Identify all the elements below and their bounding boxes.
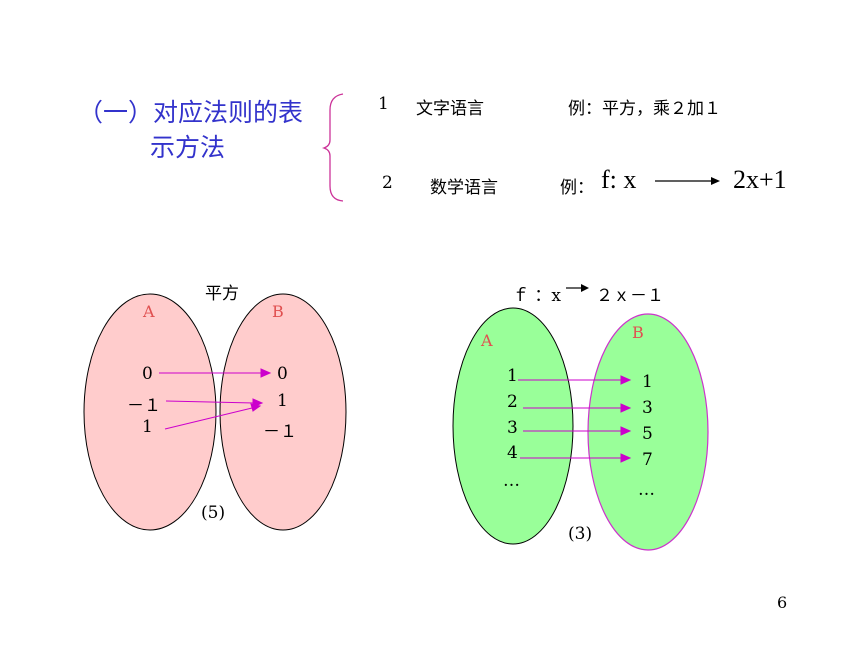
diagram5-caption: (5) bbox=[201, 503, 226, 523]
diagram5-rule: 平方 bbox=[205, 284, 239, 304]
diagram3-rule-prefix: ｆ ：x bbox=[512, 286, 561, 306]
diagram3-caption: (3) bbox=[568, 524, 593, 544]
diagram3-codomain-4: … bbox=[638, 480, 655, 500]
diagram5-arrows bbox=[159, 368, 272, 430]
diagram3-rule-suffix: ２ｘ－１ bbox=[596, 286, 664, 306]
diagram3-set-a bbox=[452, 307, 574, 545]
diagram5-domain-0: 0 bbox=[142, 364, 153, 384]
diagram5-codomain-0: 0 bbox=[277, 364, 288, 384]
diagram3-arrows bbox=[518, 375, 632, 463]
diagram5-set-b-name: B bbox=[272, 302, 284, 321]
method-1-label: 文字语言 bbox=[416, 99, 484, 119]
diagram3-domain-0: 1 bbox=[507, 366, 518, 386]
diagram5-domain-2: 1 bbox=[142, 417, 153, 437]
method-2-example-prefix: 例： bbox=[560, 178, 594, 198]
curly-brace bbox=[321, 93, 344, 202]
diagram3-domain-1: 2 bbox=[507, 392, 518, 412]
diagram3-set-a-name: A bbox=[481, 331, 493, 350]
method-1-example: 例：平方，乘２加１ bbox=[568, 99, 721, 119]
title-line-1: （一）对应法则的表 bbox=[78, 98, 304, 127]
title-line-2: 示方法 bbox=[150, 133, 226, 162]
method-2-example-from: f: x bbox=[601, 165, 637, 194]
diagram3-set-b bbox=[587, 313, 709, 551]
diagram3-codomain-1: 3 bbox=[642, 398, 653, 418]
method-2-label: 数学语言 bbox=[430, 178, 498, 198]
diagram5-codomain-2: －１ bbox=[263, 422, 297, 442]
method-2-example-to: 2x+1 bbox=[733, 165, 787, 194]
diagram3-codomain-3: 7 bbox=[642, 450, 653, 470]
diagram3-set-b-name: B bbox=[632, 323, 644, 342]
diagram3-domain-2: 3 bbox=[507, 418, 518, 438]
method-1-number: 1 bbox=[378, 94, 389, 114]
diagram3-domain-3: 4 bbox=[507, 443, 518, 463]
diagram5-set-a bbox=[83, 293, 217, 531]
diagram5-domain-1: －１ bbox=[127, 396, 161, 416]
diagram5-set-b bbox=[219, 293, 347, 531]
method-2-number: 2 bbox=[382, 173, 393, 193]
page-number: 6 bbox=[777, 593, 788, 612]
diagram5-codomain-1: 1 bbox=[277, 391, 288, 411]
diagram3-domain-4: … bbox=[503, 471, 520, 491]
diagram3-codomain-2: 5 bbox=[642, 424, 653, 444]
diagram5-set-a-name: A bbox=[143, 302, 155, 321]
diagram3-codomain-0: 1 bbox=[642, 372, 653, 392]
